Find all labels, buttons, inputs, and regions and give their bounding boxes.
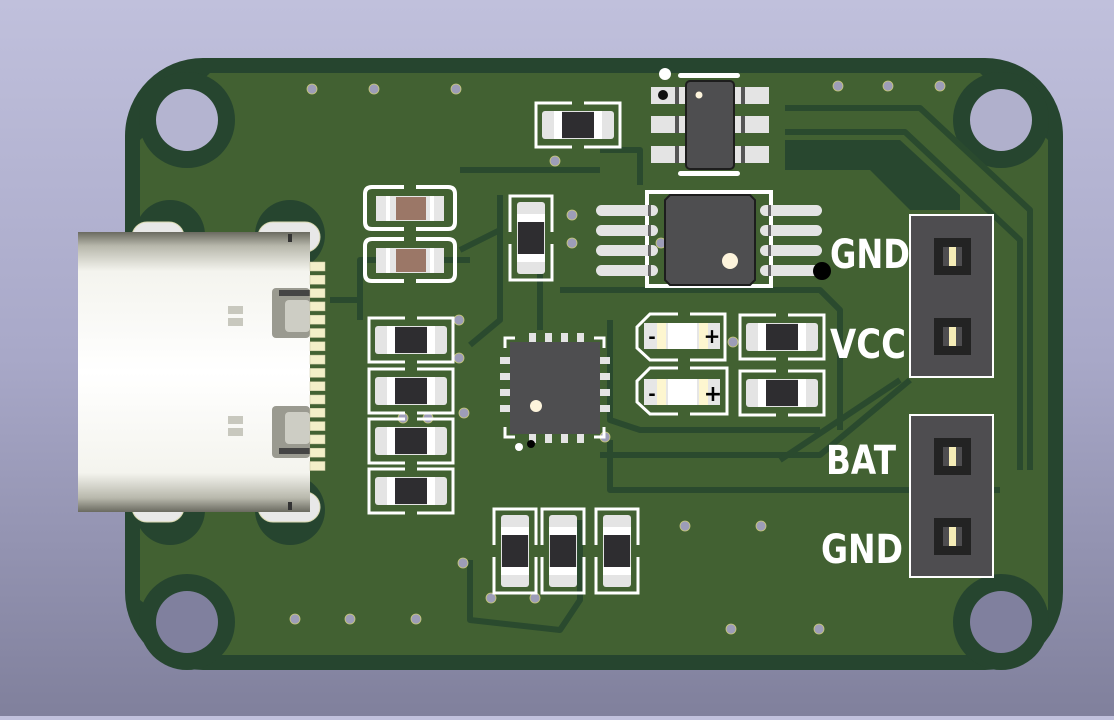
usb-c-pin	[309, 381, 326, 391]
usb-c-pin	[309, 328, 326, 338]
pin-header-battery[interactable]	[909, 414, 994, 578]
silkscreen-label-gnd-top: GND	[830, 232, 910, 278]
usb-c-pin	[309, 421, 326, 431]
via	[453, 314, 465, 326]
via	[727, 336, 739, 348]
via	[289, 613, 301, 625]
ic-sot23-6	[651, 68, 769, 176]
usb-c-pin	[309, 261, 326, 272]
via	[450, 83, 462, 95]
usb-c-pin	[309, 301, 326, 312]
silkscreen-label-vcc: VCC	[830, 322, 906, 368]
usb-c-pin	[309, 354, 326, 365]
via	[725, 623, 737, 635]
ic-qfn16	[500, 333, 610, 451]
capacitor-c2	[363, 237, 457, 283]
ic-msop8	[596, 190, 831, 288]
vertical-resistors	[492, 194, 640, 595]
mounting-hole-bottom-left	[156, 591, 218, 653]
via	[368, 83, 380, 95]
via	[457, 557, 469, 569]
usb-c-signal-pins	[309, 261, 326, 471]
via	[882, 80, 894, 92]
led-d2: - +	[635, 366, 729, 416]
resistor	[492, 507, 538, 595]
horizontal-resistors	[367, 101, 826, 515]
resistor	[540, 507, 586, 595]
usb-c-pin	[309, 314, 326, 325]
led-d1-minus-mark: -	[648, 327, 655, 348]
via	[566, 237, 578, 249]
capacitor-c1	[363, 185, 457, 231]
silkscreen-label-gnd-bottom: GND	[821, 527, 903, 573]
resistor	[367, 467, 455, 515]
via	[306, 83, 318, 95]
usb-c-pin	[309, 394, 326, 405]
resistor	[594, 507, 640, 595]
usb-c-connector[interactable]	[78, 232, 326, 512]
resistor	[367, 367, 455, 415]
resistor	[367, 417, 455, 465]
mounting-hole-bottom-right	[970, 591, 1032, 653]
via	[832, 80, 844, 92]
usb-c-pin	[309, 447, 326, 458]
usb-c-pin	[309, 434, 326, 445]
mounting-hole-top-right	[970, 89, 1032, 151]
resistor	[738, 313, 826, 361]
usb-c-pin	[309, 461, 326, 471]
led-d1-plus-mark: +	[704, 324, 721, 348]
led-d2-plus-mark: +	[704, 382, 722, 407]
via	[410, 613, 422, 625]
resistor	[738, 369, 826, 417]
via	[813, 623, 825, 635]
usb-c-pin	[309, 368, 326, 378]
resistor	[367, 316, 455, 364]
pin-header-power[interactable]	[909, 214, 994, 378]
via	[485, 592, 497, 604]
usb-c-pin	[309, 408, 326, 418]
silkscreen-label-bat: BAT	[826, 438, 897, 484]
usb-c-pin	[309, 288, 326, 298]
via	[679, 520, 691, 532]
via	[458, 407, 470, 419]
usb-c-pin	[309, 275, 326, 285]
via	[566, 209, 578, 221]
via	[934, 80, 946, 92]
mounting-hole-top-left	[156, 89, 218, 151]
via	[755, 520, 767, 532]
via	[453, 352, 465, 364]
resistor	[508, 194, 554, 282]
dark-pour-region	[785, 140, 960, 210]
via	[549, 155, 561, 167]
led-d1: - +	[635, 312, 727, 362]
resistor	[534, 101, 622, 149]
usb-c-pin	[309, 341, 326, 352]
led-d2-minus-mark: -	[648, 384, 655, 405]
via	[344, 613, 356, 625]
